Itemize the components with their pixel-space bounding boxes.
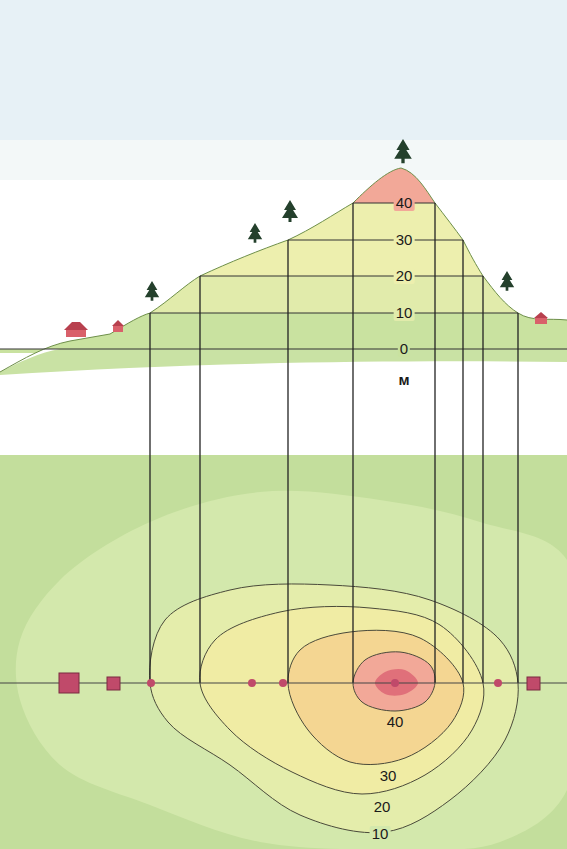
ground-strip: [0, 349, 567, 375]
contour-height: 40: [385, 714, 406, 730]
contour-height: 10: [370, 826, 391, 842]
page-ground: [0, 0, 567, 140]
contour-height: 30: [378, 768, 399, 784]
height-mark: 0: [398, 341, 410, 357]
contour-line: [375, 669, 418, 696]
tree-symbol: [145, 281, 159, 301]
height-mark: 10: [394, 305, 415, 321]
contour-height: 20: [372, 799, 393, 815]
contour-line: [16, 491, 567, 849]
hill-profile: [0, 150, 567, 353]
map-symbols: [59, 673, 540, 693]
contour-map: [16, 491, 567, 849]
tree-symbol: [248, 223, 262, 243]
tree-symbol: [500, 271, 514, 291]
height-mark: 30: [394, 232, 415, 248]
page-ground: [0, 140, 567, 180]
tree-symbol: [282, 200, 298, 222]
trees: [145, 139, 514, 301]
projection-lines: [150, 203, 518, 683]
height-mark: 20: [394, 268, 415, 284]
height-mark: 40: [394, 195, 415, 211]
houses: [64, 312, 548, 337]
level-lines: [0, 203, 567, 349]
tree-symbol: [394, 139, 412, 163]
contour-line: [288, 630, 464, 764]
unit-label: м: [396, 372, 411, 388]
contour-line: [353, 652, 435, 711]
contour-line: [200, 606, 484, 794]
hill-outline: [0, 168, 567, 372]
